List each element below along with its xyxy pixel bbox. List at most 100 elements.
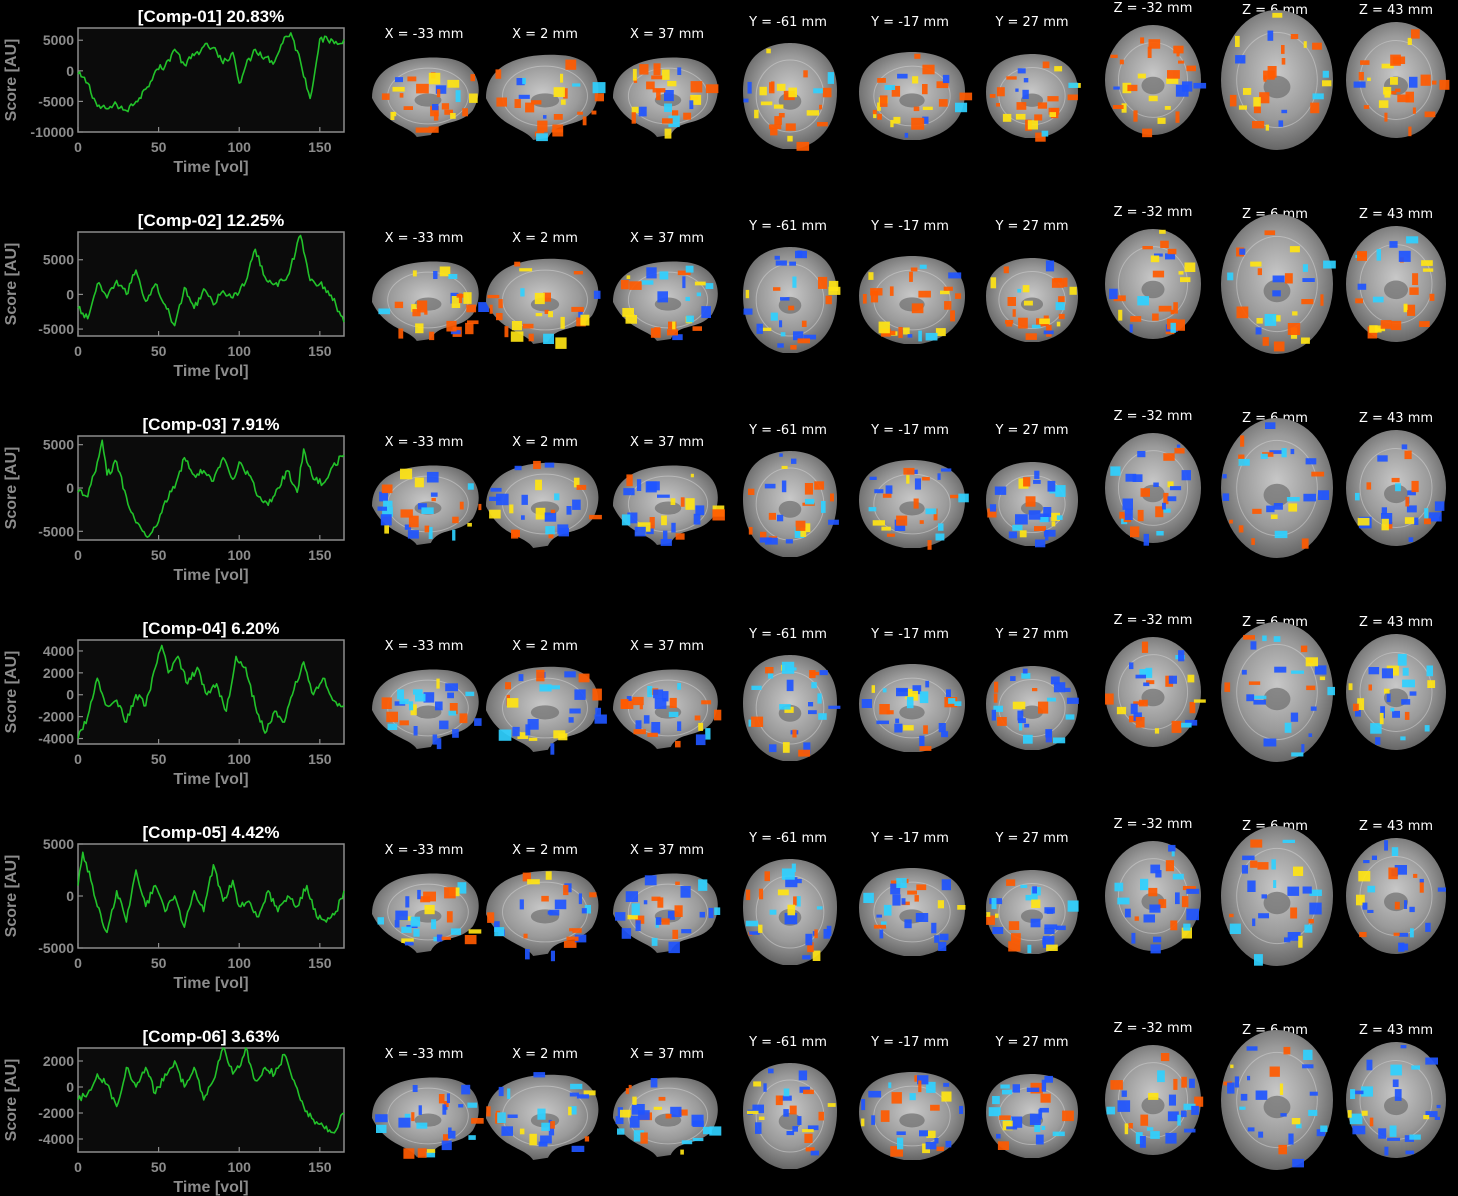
slice-coordinate-label: Y = -17 mm xyxy=(870,15,949,30)
activation-cluster xyxy=(1146,1127,1154,1131)
activation-cluster xyxy=(592,82,606,94)
activation-cluster xyxy=(925,508,937,515)
activation-cluster xyxy=(656,88,661,101)
activation-cluster xyxy=(411,1112,415,1122)
brain-slice-axial: Z = 43 mm xyxy=(1346,1023,1446,1158)
activation-cluster xyxy=(505,682,511,690)
activation-cluster xyxy=(1316,1129,1326,1137)
activation-cluster xyxy=(470,74,475,82)
activation-cluster xyxy=(498,299,503,309)
slice-coordinate-label: Y = -17 mm xyxy=(870,627,949,642)
activation-cluster xyxy=(490,487,502,492)
activation-cluster xyxy=(1148,1092,1159,1100)
activation-cluster xyxy=(1269,450,1282,454)
activation-cluster xyxy=(1160,1053,1170,1062)
activation-cluster xyxy=(1124,1123,1129,1135)
activation-cluster xyxy=(494,927,505,937)
activation-cluster xyxy=(1187,674,1195,683)
activation-cluster xyxy=(1246,694,1255,702)
activation-cluster xyxy=(1122,498,1133,510)
activation-cluster xyxy=(634,526,646,537)
activation-cluster xyxy=(446,911,453,923)
activation-cluster xyxy=(879,95,888,107)
activation-cluster xyxy=(781,661,795,674)
activation-cluster xyxy=(1394,1089,1402,1101)
x-tick-label: 150 xyxy=(308,1159,332,1175)
activation-cluster xyxy=(657,897,664,908)
activation-cluster xyxy=(1292,1158,1304,1168)
activation-cluster xyxy=(1410,928,1414,938)
activation-cluster xyxy=(439,720,449,730)
slice-coordinate-label: Y = -61 mm xyxy=(748,15,827,30)
activation-cluster xyxy=(1163,453,1175,461)
activation-cluster xyxy=(1150,864,1161,874)
activation-cluster xyxy=(1229,923,1241,934)
activation-cluster xyxy=(1311,471,1325,477)
activation-cluster xyxy=(1254,954,1263,966)
activation-cluster xyxy=(443,1134,449,1143)
activation-cluster xyxy=(430,492,438,497)
activation-cluster xyxy=(870,290,879,303)
activation-cluster xyxy=(807,942,814,953)
activation-cluster xyxy=(448,1130,456,1139)
activation-cluster xyxy=(1308,918,1314,924)
component-title: [Comp-04] 6.20% xyxy=(143,619,280,638)
activation-cluster xyxy=(1372,296,1384,303)
activation-cluster xyxy=(467,522,472,527)
activation-cluster xyxy=(743,308,753,315)
activation-cluster xyxy=(950,310,955,322)
activation-cluster xyxy=(408,515,419,528)
activation-cluster xyxy=(1053,682,1066,693)
activation-cluster xyxy=(544,512,557,522)
activation-cluster xyxy=(629,1115,640,1128)
activation-cluster xyxy=(1240,1093,1248,1101)
activation-cluster xyxy=(996,1133,1001,1139)
activation-cluster xyxy=(1006,879,1016,886)
activation-cluster xyxy=(1125,473,1137,482)
activation-cluster xyxy=(942,74,950,84)
y-tick-label: 2000 xyxy=(43,1053,74,1069)
activation-cluster xyxy=(1029,1113,1041,1125)
slice-coordinate-label: Z = 43 mm xyxy=(1359,1023,1433,1038)
activation-cluster xyxy=(916,884,927,891)
activation-cluster xyxy=(1005,320,1014,324)
activation-cluster xyxy=(1252,918,1256,927)
activation-cluster xyxy=(1375,737,1381,745)
activation-cluster xyxy=(712,509,725,521)
activation-cluster xyxy=(944,301,952,310)
activation-cluster xyxy=(904,132,909,138)
activation-cluster xyxy=(823,929,831,939)
activation-cluster xyxy=(1064,687,1071,692)
activation-cluster xyxy=(1165,1132,1177,1144)
activation-cluster xyxy=(1288,1133,1294,1145)
activation-cluster xyxy=(992,927,1004,934)
activation-cluster xyxy=(441,936,451,940)
activation-cluster xyxy=(1239,248,1246,255)
activation-cluster xyxy=(558,733,568,741)
activation-cluster xyxy=(1180,277,1191,283)
activation-cluster xyxy=(912,685,922,695)
activation-cluster xyxy=(1007,297,1016,306)
activation-cluster xyxy=(661,69,670,80)
activation-cluster xyxy=(633,1130,644,1142)
activation-cluster xyxy=(1265,124,1269,131)
activation-cluster xyxy=(1008,531,1017,539)
activation-cluster xyxy=(376,1124,387,1133)
plot-frame xyxy=(77,843,345,949)
activation-cluster xyxy=(1350,1089,1356,1099)
plot-frame xyxy=(77,1047,345,1153)
activation-cluster xyxy=(802,955,811,960)
activation-cluster xyxy=(550,1121,555,1129)
activation-cluster xyxy=(803,742,811,754)
activation-cluster xyxy=(1227,1082,1235,1094)
x-tick-label: 100 xyxy=(228,139,252,155)
activation-cluster xyxy=(589,892,597,898)
activation-cluster xyxy=(890,1146,903,1157)
activation-cluster xyxy=(413,689,423,695)
activation-cluster xyxy=(1152,270,1165,278)
slice-coordinate-label: Y = 27 mm xyxy=(994,423,1068,438)
y-tick-label: -10000 xyxy=(30,124,74,140)
activation-cluster xyxy=(861,699,872,708)
